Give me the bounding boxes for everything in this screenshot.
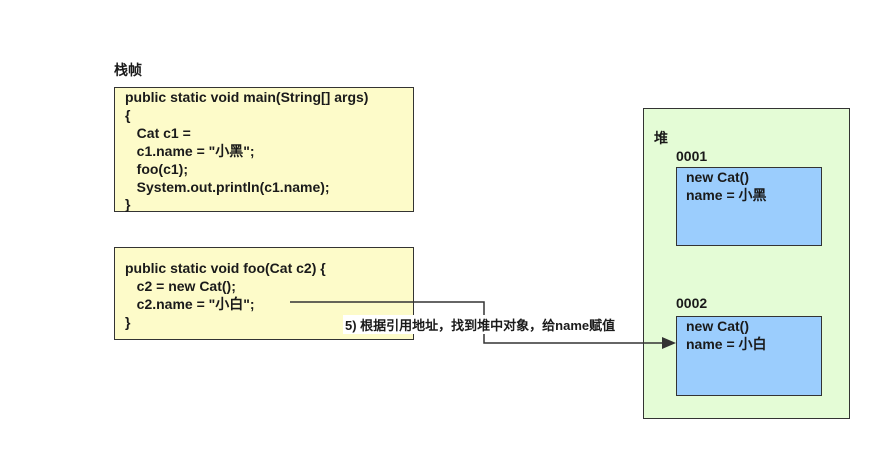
stack-frames-label: 栈帧 (114, 62, 142, 78)
main-code-line-6: System.out.println(c1.name); (125, 179, 330, 195)
reference-arrowhead (662, 337, 676, 349)
heap-area: 堆 0001 new Cat() name = 小黑 0002 new Cat(… (643, 108, 850, 419)
cat-object-0002-line-1: new Cat() (686, 318, 749, 334)
main-code-line-5: foo(c1); (125, 161, 188, 177)
foo-code-line-3: c2.name = "小白"; (125, 296, 255, 312)
object-address-0002: 0002 (676, 295, 708, 311)
step-annotation: 5) 根据引用地址，找到堆中对象，给name赋值 (343, 315, 618, 334)
main-code-line-3: Cat c1 = (125, 125, 195, 141)
main-code-line-7: } (125, 196, 131, 212)
main-code-line-4: c1.name = "小黑"; (125, 143, 255, 159)
cat-object-0001-line-1: new Cat() (686, 169, 749, 185)
heap-label: 堆 (654, 130, 668, 146)
cat-object-0001: new Cat() name = 小黑 (676, 167, 822, 246)
foo-code-line-2: c2 = new Cat(); (125, 278, 236, 294)
main-code-line-1: public static void main(String[] args) (125, 89, 369, 105)
foo-code-line-1: public static void foo(Cat c2) { (125, 260, 326, 276)
cat-object-0002-line-2: name = 小白 (686, 336, 767, 352)
main-code-line-2: { (125, 107, 131, 123)
object-address-0001: 0001 (676, 148, 708, 164)
main-method-frame: public static void main(String[] args) {… (114, 87, 414, 212)
foo-code-line-4: } (125, 314, 131, 330)
cat-object-0002: new Cat() name = 小白 (676, 316, 822, 396)
cat-object-0001-line-2: name = 小黑 (686, 187, 767, 203)
